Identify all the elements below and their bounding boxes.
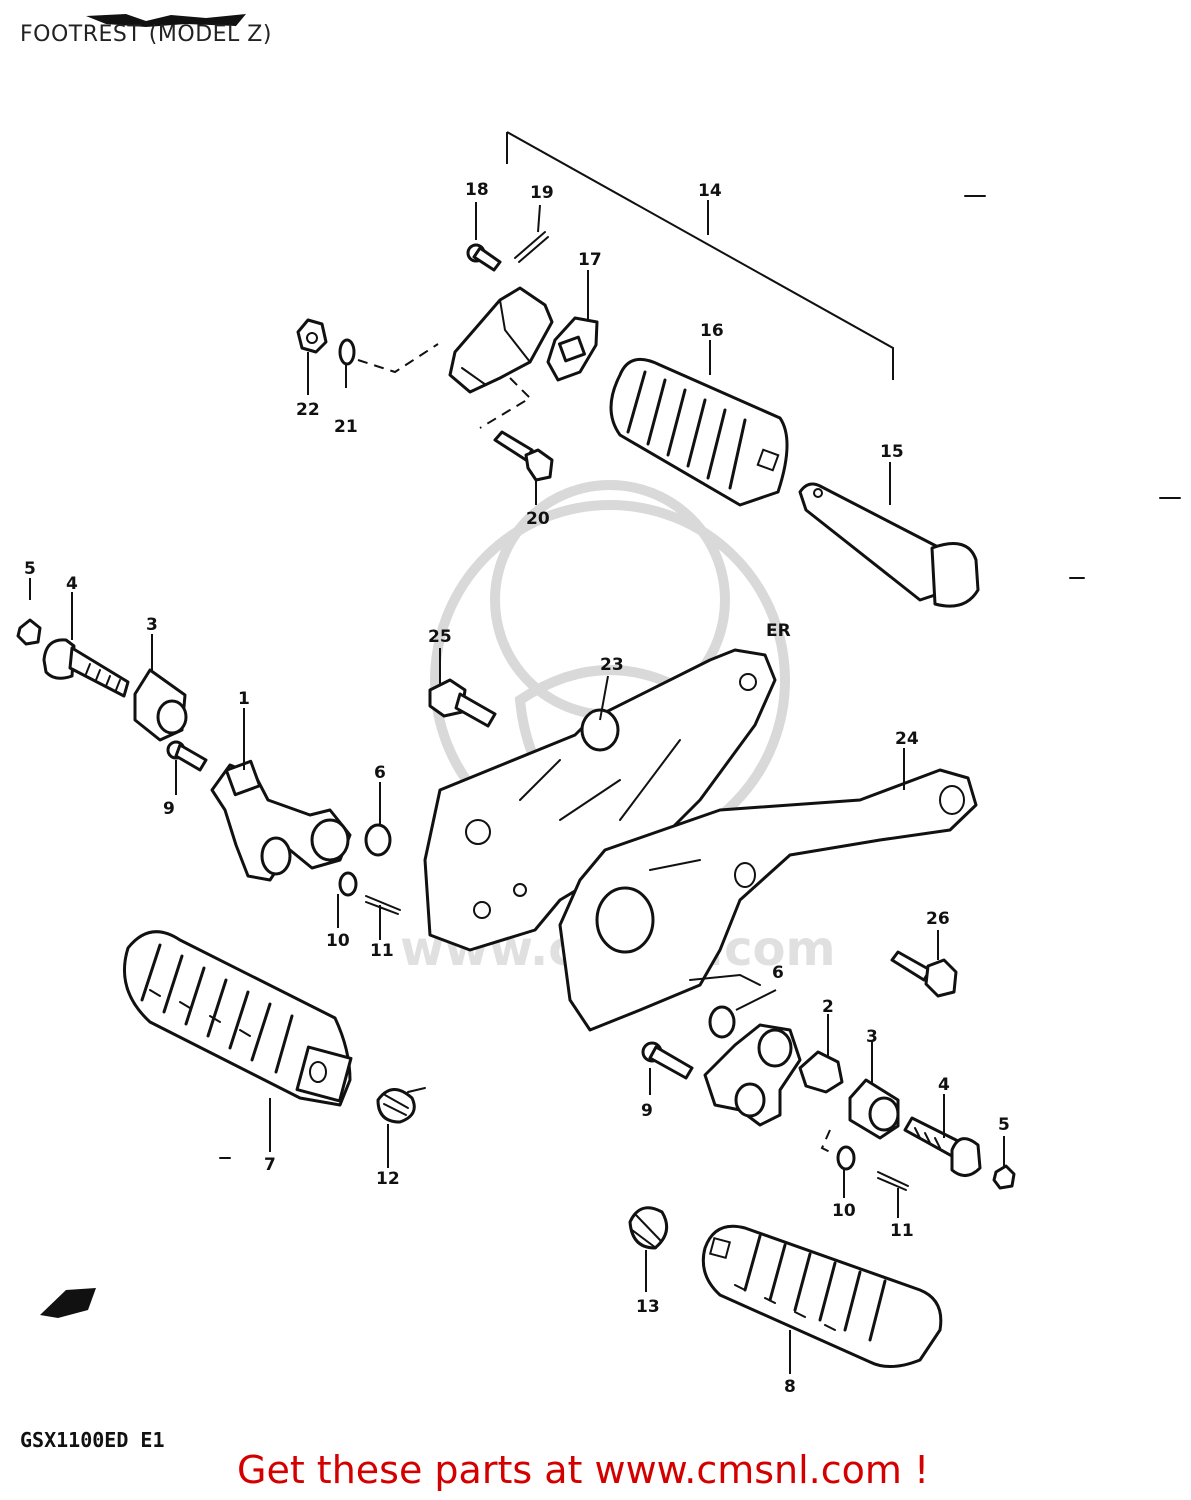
callout-11-right: 11 [890,1221,914,1241]
part-15-footrest-pin [798,482,980,608]
callout-6-left: 6 [374,763,386,783]
callout-22: 22 [296,400,320,420]
callout-17: 17 [578,250,602,270]
part-5-nut-right [992,1164,1016,1190]
callout-26: 26 [926,909,950,929]
part-21-washer [338,338,356,366]
callout-labels: 14 18 19 17 16 15 22 21 20 5 4 3 25 23 1… [24,180,1010,1397]
side-mark: ER [766,621,791,641]
callout-24: 24 [895,729,919,749]
part-19-cotter-pin [514,231,549,263]
part-10-washer-left [338,871,358,897]
callout-12: 12 [376,1169,400,1189]
part-3-collar-right [848,1078,900,1140]
callout-18: 18 [465,180,489,200]
model-code: GSX1100ED E1 [20,1428,165,1452]
part-9-pin-left [166,740,208,772]
part-25-bolt [428,678,497,728]
callout-15: 15 [880,442,904,462]
part-20-bolt [493,430,554,482]
callout-21: 21 [334,417,358,437]
callout-3-left: 3 [146,615,158,635]
callout-9-right: 9 [641,1101,653,1121]
callout-7: 7 [264,1155,276,1175]
part-13-spring [628,1206,669,1250]
callout-4-right: 4 [938,1075,950,1095]
callout-5-left: 5 [24,559,36,579]
callout-19: 19 [530,183,554,203]
callout-6-right: 6 [772,963,784,983]
part-6-washer-left [364,823,392,857]
part-4-bolt-right [903,1116,982,1177]
callout-14: 14 [698,181,722,201]
part-9-pin-right [641,1041,694,1080]
callout-9-left: 9 [163,799,175,819]
callout-2: 2 [822,997,834,1017]
part-10-washer-right [836,1145,856,1171]
front-arrow-icon [40,1288,96,1318]
callout-23: 23 [600,655,624,675]
part-3-collar-left [133,668,188,742]
callout-10-left: 10 [326,931,350,951]
callout-25: 25 [428,627,452,647]
part-11-cotter-left [365,895,401,915]
part-23-rear-footrest-bracket [423,648,777,952]
callout-13: 13 [636,1297,660,1317]
part-1-footrest-arm-right [703,1023,802,1127]
part-11-cotter-right [877,1171,909,1191]
part-14-footrest-bracket [448,286,554,394]
promo-link[interactable]: Get these parts at www.cmsnl.com ! [237,1448,930,1492]
part-6-washer-right [708,1005,736,1039]
callout-5-right: 5 [998,1115,1010,1135]
part-24-rear-footrest-bracket [558,768,978,1032]
part-5-nut-left [16,618,42,646]
callout-20: 20 [526,509,550,529]
part-16-footrest-rubber [609,357,789,507]
callout-4-left: 4 [66,574,78,594]
part-12-spring [376,1087,426,1124]
part-4-bolt-left [42,638,130,698]
title-smudge-icon [86,14,246,27]
callout-8: 8 [784,1377,796,1397]
part-18-pin [466,243,502,272]
callout-11-left: 11 [370,941,394,961]
part-7-footrest-rubber [123,930,353,1107]
part-26-bolt [890,950,958,998]
callout-leaders [29,200,1005,1374]
callout-16: 16 [700,321,724,341]
part-2-pivot-right [798,1050,844,1094]
part-1-footrest-arm-left [210,759,352,882]
callout-1: 1 [238,689,250,709]
part-8-footrest-rubber [701,1224,943,1368]
callout-10-right: 10 [832,1201,856,1221]
part-17-plate [546,316,599,382]
page-title: FOOTREST (MODEL Z) [20,22,272,47]
part-22-nut [296,318,328,354]
callout-3-right: 3 [866,1027,878,1047]
